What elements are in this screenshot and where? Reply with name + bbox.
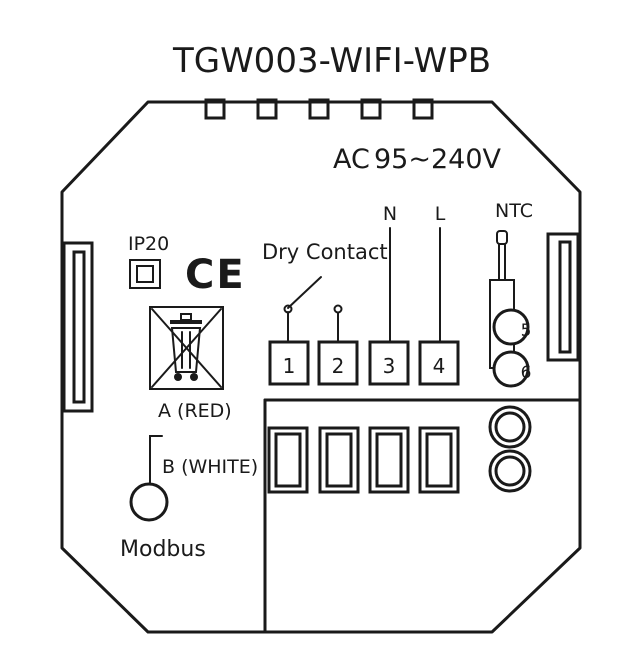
modbus-label: Modbus <box>120 537 206 562</box>
ip-rating-label: IP20 <box>128 233 169 255</box>
ntc-label: NTC <box>495 200 533 222</box>
ce-mark-icon: CE <box>185 252 246 298</box>
terminal-4-label: 4 <box>433 354 446 378</box>
modbus-b-label: B (WHITE) <box>162 456 258 478</box>
weee-crossed-bin-icon <box>149 306 224 390</box>
power-rating: AC 95~240V <box>333 144 502 175</box>
terminal-1: 1 <box>268 340 310 386</box>
dry-contact-switch-icon <box>283 276 343 343</box>
model-title: TGW003-WIFI-WPB <box>172 41 491 81</box>
modbus-connector-icon <box>129 435 169 522</box>
neutral-label: N <box>383 203 397 225</box>
live-label: L <box>435 203 446 225</box>
ntc-terminal-5: 5 <box>492 308 532 346</box>
ip-rating-square-icon <box>129 259 161 289</box>
ntc-terminal-6: 6 <box>492 350 532 388</box>
terminal-3-label: 3 <box>383 354 396 378</box>
terminal-screw-openings <box>267 426 460 494</box>
top-clip-tabs <box>204 98 434 120</box>
terminal-1-label: 1 <box>283 354 296 378</box>
ntc-terminal-5-label: 5 <box>521 321 532 341</box>
terminal-block <box>263 398 582 634</box>
modbus-a-label: A (RED) <box>158 400 232 422</box>
module-outline <box>60 100 582 634</box>
terminal-2: 2 <box>317 340 359 386</box>
dry-contact-label: Dry Contact <box>262 240 388 264</box>
terminal-4: 4 <box>418 340 460 386</box>
terminal-3: 3 <box>368 340 410 386</box>
round-openings <box>488 405 532 493</box>
left-side-latch <box>62 241 94 413</box>
power-ac-label: AC <box>333 144 370 175</box>
right-side-latch <box>546 232 580 362</box>
terminal-2-label: 2 <box>332 354 345 378</box>
ntc-sensor-icon <box>489 230 515 369</box>
ntc-terminal-6-label: 6 <box>521 363 532 383</box>
power-range-label: 95~240V <box>374 144 502 175</box>
